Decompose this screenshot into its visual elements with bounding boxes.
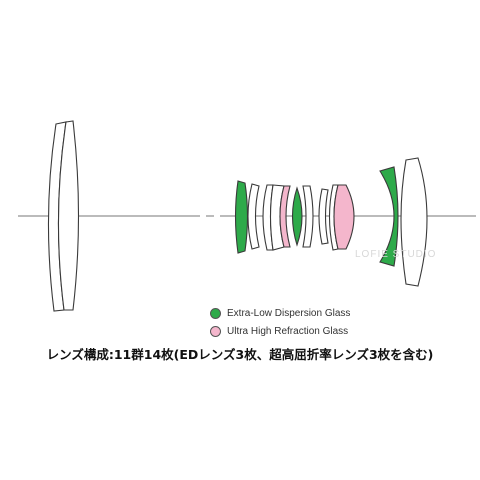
legend-label-uhr: Ultra High Refraction Glass (227, 325, 349, 337)
lens-element-2 (57, 120, 80, 311)
legend-item-uhr: Ultra High Refraction Glass (210, 322, 350, 340)
lens-element-4 (247, 183, 260, 250)
lens-element-8-ed (291, 186, 303, 247)
lens-construction-caption: レンズ構成:11群14枚(EDレンズ3枚、超高屈折率レンズ3枚を含む) (46, 347, 434, 362)
lens-element-9 (302, 185, 314, 248)
watermark-logo: LOFIE STUDIO (355, 249, 437, 260)
lens-element-13-ed (379, 166, 399, 267)
green-dot-icon (210, 307, 221, 319)
lens-element-10 (318, 188, 329, 245)
lens-element-14 (400, 157, 428, 287)
lens-element-7-uhr (279, 185, 291, 248)
lens-element-3-ed (234, 180, 249, 254)
legend: Extra-Low Dispersion Glass Ultra High Re… (210, 304, 350, 340)
pink-dot-icon (210, 325, 221, 337)
legend-label-ed: Extra-Low Dispersion Glass (227, 307, 351, 319)
legend-item-ed: Extra-Low Dispersion Glass (210, 304, 350, 322)
lens-element-12-uhr (333, 184, 355, 250)
